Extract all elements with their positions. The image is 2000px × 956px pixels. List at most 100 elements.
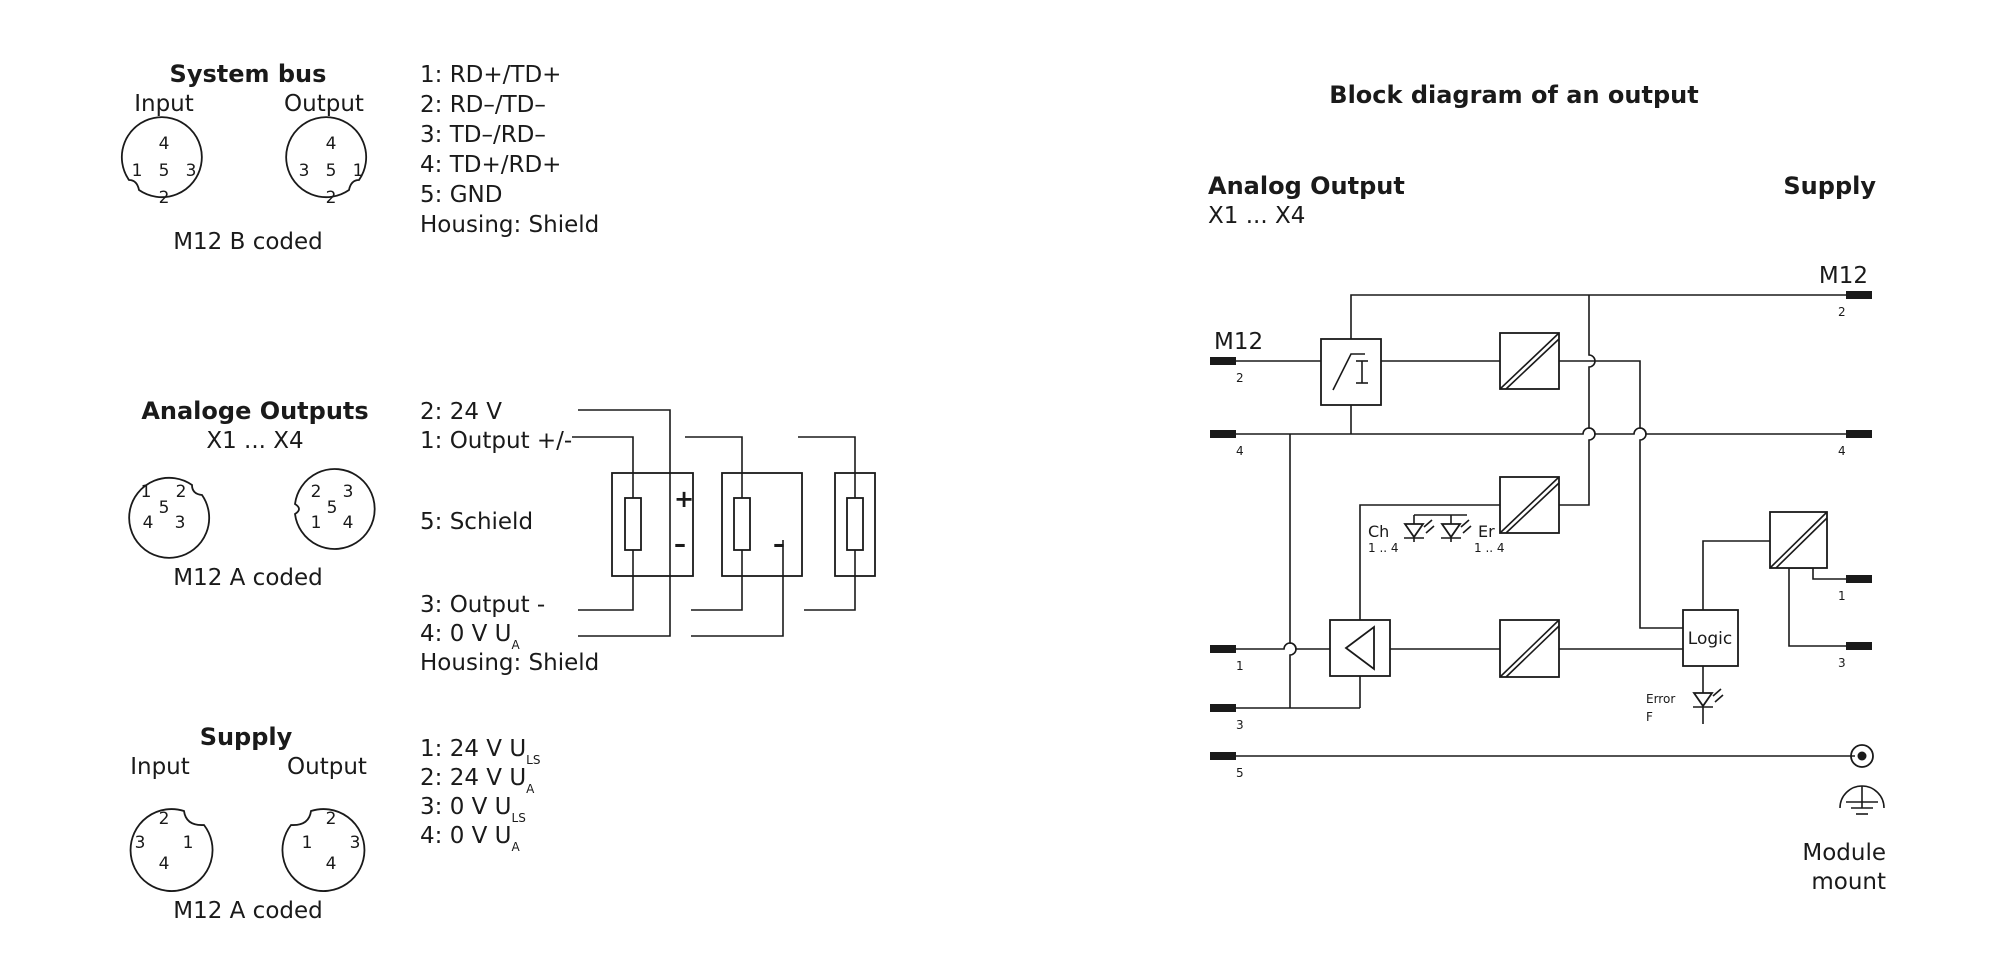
current-limiter-block [1320, 338, 1382, 406]
pin-3: 3 [135, 833, 146, 853]
pin-3: 3 [343, 482, 354, 502]
load-resistor-1 [624, 497, 642, 551]
pin-5: 5 [326, 161, 337, 181]
pinout-line: 3: TD–/RD– [420, 122, 546, 148]
pin-3: 3 [186, 161, 197, 181]
analog-outputs-title: Analoge Outputs [141, 397, 368, 425]
pin-5: 5 [327, 498, 338, 518]
pin-3: 3 [299, 161, 310, 181]
pin-3: 3 [350, 833, 361, 853]
wires [1236, 294, 1855, 757]
pin-2: 2 [326, 188, 337, 208]
supply-label: Supply [1783, 172, 1876, 200]
supply-section: Supply Input Output 2 3 1 4 2 1 3 4 M12 … [129, 723, 540, 924]
analog-outputs-section: Analoge Outputs X1 ... X4 1 2 5 4 3 2 3 … [128, 397, 876, 676]
analog-wiring-examples: + – – [572, 409, 876, 637]
isolator-block-4 [1769, 511, 1828, 569]
system-bus-output-connector: 4 3 5 1 2 [285, 116, 368, 208]
analog-output-label: Analog Output [1208, 172, 1405, 200]
minus-symbol: – [773, 530, 785, 558]
output-load-box-2 [721, 472, 803, 577]
pin-sub: A [526, 782, 535, 796]
led-er-icon [1440, 519, 1472, 539]
pin4-main: 4: 0 V U [420, 621, 512, 647]
pin-4: 4 [326, 854, 337, 874]
pin-4: 4 [143, 513, 154, 533]
led-ch-sub: 1 .. 4 [1368, 541, 1399, 555]
supply-pin-line: 3: 0 V ULS [420, 794, 526, 825]
module-mount-terminal [1850, 744, 1874, 768]
supply-coding: M12 A coded [173, 898, 323, 924]
pin-4: 4 [343, 513, 354, 533]
pin-1: 1 [353, 161, 364, 181]
logic-block: Logic [1682, 609, 1739, 667]
system-bus-pinout: 1: RD+/TD+ 2: RD–/TD– 3: TD–/RD– 4: TD+/… [420, 62, 599, 238]
right-pin-3: 3 [1838, 656, 1846, 670]
led-error-icon [1692, 688, 1724, 708]
supply-input-connector: 2 3 1 4 [129, 808, 214, 892]
pin-4: 4 [326, 134, 337, 154]
pinout-line: 5: GND [420, 182, 502, 208]
system-bus-coding: M12 B coded [173, 229, 323, 255]
isolator-block-2 [1499, 476, 1560, 534]
pin-3: 3 [175, 513, 186, 533]
error-sub: F [1646, 710, 1653, 724]
pin-4: 4 [159, 134, 170, 154]
supply-pin-line: 2: 24 V UA [420, 765, 535, 796]
pin-main: 3: 0 V U [420, 794, 512, 820]
left-pin-1: 1 [1236, 659, 1244, 673]
pin-sub: LS [526, 753, 540, 767]
analog-left-connector: 1 2 5 4 3 [128, 476, 211, 559]
supply-output-connector: 2 1 3 4 [281, 808, 366, 892]
analog-pin1-label: 1: Output +/- [420, 428, 572, 454]
left-pin-3: 3 [1236, 718, 1244, 732]
system-bus-output-label: Output [284, 91, 364, 117]
left-pin-5: 5 [1236, 766, 1244, 780]
pin-2: 2 [159, 188, 170, 208]
pinout-line: 1: RD+/TD+ [420, 62, 561, 88]
pin-sub: A [512, 840, 521, 854]
supply-output-label: Output [287, 754, 367, 780]
right-pin-2: 2 [1838, 305, 1846, 319]
analog-right-connector: 2 3 5 1 4 [294, 468, 376, 550]
supply-pinout: 1: 24 V ULS 2: 24 V UA 3: 0 V ULS 4: 0 V… [420, 736, 540, 854]
pin-5: 5 [159, 161, 170, 181]
plus-symbol: + [674, 485, 694, 513]
led-ch-icon [1403, 519, 1435, 539]
pin-2: 2 [176, 482, 187, 502]
pin-2: 2 [326, 809, 337, 829]
m12-left-label: M12 [1214, 329, 1263, 355]
supply-title: Supply [200, 723, 293, 751]
pin-main: 2: 24 V U [420, 765, 526, 791]
right-pin-1: 1 [1838, 589, 1846, 603]
analog-outputs-subtitle: X1 ... X4 [206, 428, 303, 454]
right-pin-4: 4 [1838, 444, 1846, 458]
pin4-sub: A [512, 638, 521, 652]
pinout-line: 2: RD–/TD– [420, 92, 546, 118]
supply-pin-line: 1: 24 V ULS [420, 736, 540, 767]
pinout-line: Housing: Shield [420, 212, 599, 238]
pin-1: 1 [141, 482, 152, 502]
amplifier-block [1329, 619, 1391, 677]
analog-pin2-label: 2: 24 V [420, 399, 502, 425]
logic-label: Logic [1688, 629, 1732, 649]
isolator-block-1 [1499, 332, 1560, 390]
led-er-sub: 1 .. 4 [1474, 541, 1505, 555]
system-bus-section: System bus Input Output 4 1 5 3 2 4 3 5 … [120, 60, 599, 255]
pin-4: 4 [159, 854, 170, 874]
pin-main: 4: 0 V U [420, 823, 512, 849]
left-pin-2: 2 [1236, 371, 1244, 385]
pin-sub: LS [512, 811, 526, 825]
module-mount-line2: mount [1811, 869, 1886, 895]
pin-2: 2 [159, 809, 170, 829]
ground-symbol-icon [1839, 785, 1885, 815]
system-bus-input-connector: 4 1 5 3 2 [120, 116, 203, 208]
system-bus-input-label: Input [134, 91, 194, 117]
led-er-label: Er [1478, 522, 1495, 541]
pin-1: 1 [311, 513, 322, 533]
analog-housing-label: Housing: Shield [420, 650, 599, 676]
module-mount-line1: Module [1802, 840, 1886, 866]
analog-output-sub: X1 ... X4 [1208, 203, 1305, 229]
block-diagram-title: Block diagram of an output [1329, 81, 1698, 109]
